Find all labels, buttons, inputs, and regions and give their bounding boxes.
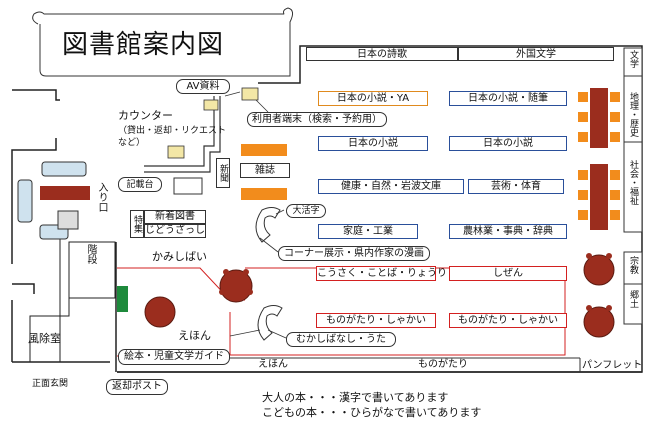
shelf-row3-left: 健康・自然・岩波文庫 — [318, 179, 464, 194]
shinchaku-label: 新着図書 — [144, 210, 206, 224]
shelf-row1-right: 日本の小説・随筆 — [449, 91, 567, 106]
stair-area — [68, 241, 116, 299]
shelf-bottom-monogatari: ものがたり — [418, 359, 468, 370]
counter-sub-label-2: など） — [118, 138, 146, 148]
shinbun-label: 新聞 — [216, 158, 230, 188]
av-label: AV資料 — [176, 79, 230, 94]
henkyaku-label: 返却ポスト — [106, 379, 168, 395]
kamishibai-label: かみしばい — [152, 250, 207, 263]
shelf-row4-right: 農林業・事典・辞典 — [449, 224, 567, 239]
shelf-row2-right: 日本の小説 — [449, 136, 567, 151]
counter-sub-label: （貸出・返却・リクエスト — [118, 126, 227, 136]
shelf-bottom-ehon: えほん — [258, 359, 288, 370]
side-shelf-shukyo: 宗教 — [628, 256, 638, 274]
counter-label: カウンター — [118, 109, 173, 122]
terminal-computer — [241, 87, 259, 101]
fujoshitsu-label: 風除室 — [28, 332, 61, 345]
genkan-label: 正面玄関 — [32, 379, 69, 389]
zasshi-label: 雑誌 — [240, 163, 290, 178]
shelf-kid2-left: ものがたり・しゃかい — [316, 313, 436, 328]
note-child: こどもの本・・・ひらがなで書いてあります — [262, 406, 482, 419]
round-table-1 — [219, 269, 253, 303]
shelf-top-left: 日本の詩歌 — [306, 47, 458, 61]
terminal-label: 利用者端末（検索・予約用） — [247, 112, 387, 127]
guide-label: 絵本・児童文学ガイド — [118, 349, 230, 365]
mukashibanashi-label: むかしばなし・うた — [286, 332, 396, 347]
round-table-3 — [583, 254, 615, 286]
entrance-table — [40, 186, 90, 200]
counter-computer — [167, 145, 185, 159]
kisaidai-label: 記載台 — [118, 177, 162, 192]
kaidan-label: 階段 — [85, 244, 96, 264]
shelf-pamphlet: パンフレット — [582, 360, 643, 371]
av-computer — [203, 99, 219, 111]
leader-lines — [224, 91, 287, 339]
shelf-kid1-left: こうさく・ことば・りょうり — [316, 266, 447, 281]
page-title: 図書館案内図 — [62, 30, 225, 60]
shelf-top-right: 外国文学 — [458, 47, 614, 61]
tv — [57, 210, 79, 230]
study-table-top — [578, 88, 620, 148]
daikatsuji-label: 大活字 — [286, 204, 326, 218]
counter — [144, 96, 215, 167]
side-shelf-bungaku: 文学 — [628, 50, 638, 68]
corner-label: コーナー展示・県内作家の漫画 — [278, 246, 430, 261]
jidou-label: じどうざっし — [144, 224, 206, 238]
magazine-rack-2 — [241, 188, 287, 200]
shelf-kid2-right: ものがたり・しゃかい — [449, 313, 567, 328]
corner-display-2 — [257, 305, 283, 341]
kisaidai-desk — [173, 177, 203, 195]
round-table-4 — [583, 306, 615, 338]
tokushu-label: 特集 — [130, 210, 144, 238]
exit-door — [117, 286, 128, 312]
study-table-bottom — [578, 164, 620, 230]
side-shelf-chiri: 地理・歴史 — [628, 92, 638, 137]
shelf-row3-right: 芸術・体育 — [468, 179, 564, 194]
round-table-2 — [144, 296, 176, 328]
side-shelf-frame — [623, 47, 643, 325]
sofa-left — [17, 179, 33, 223]
corner-display-1 — [255, 207, 281, 243]
shelf-row2-left: 日本の小説 — [318, 136, 428, 151]
title-scroll — [32, 7, 294, 77]
sofa-top — [41, 161, 87, 177]
ehon-label: えほん — [178, 329, 211, 342]
shelf-kid1-right: しぜん — [449, 266, 567, 281]
magazine-rack-1 — [241, 144, 287, 156]
entrance-label: 入り口 — [96, 182, 107, 212]
shelf-row1-left: 日本の小説・YA — [318, 91, 428, 106]
side-shelf-kyodo: 郷土 — [628, 290, 638, 308]
side-shelf-shakai: 社会・福祉 — [628, 160, 638, 205]
shelf-row4-left: 家庭・工業 — [318, 224, 418, 239]
note-adult: 大人の本・・・漢字で書いてあります — [262, 391, 449, 404]
